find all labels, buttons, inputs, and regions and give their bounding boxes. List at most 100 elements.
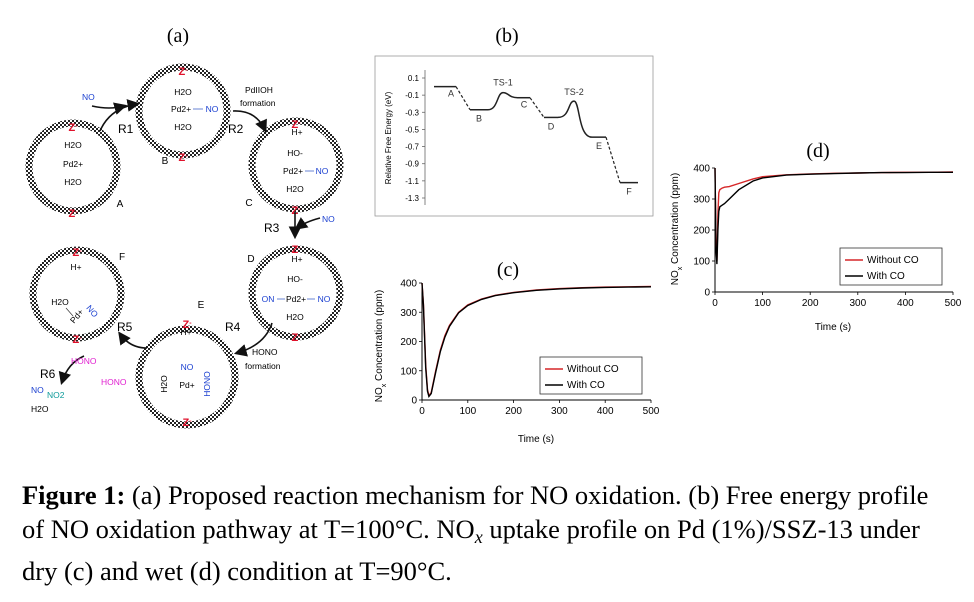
chart-d-xlabel: Time (s) bbox=[815, 322, 851, 333]
chart-b-ytick-label: -0.1 bbox=[405, 91, 419, 100]
state-e-h2o: H2O bbox=[159, 375, 169, 393]
zeolite-charge-b-0: Z- bbox=[178, 66, 188, 78]
state-a-label: A bbox=[117, 199, 124, 210]
mechanism-panel: (a) Z-Z-Z-Z-Z-Z-Z-Z-Z-Z-Z-Z- H2O Pd2+ H2… bbox=[25, 25, 344, 429]
zeolite-charge-a-0: Z- bbox=[68, 122, 78, 134]
chart-b-state-label: D bbox=[548, 121, 555, 131]
state-d-ho: HO- bbox=[287, 274, 303, 284]
chart-b-state-label: C bbox=[521, 100, 528, 110]
y-tick-label: 400 bbox=[400, 279, 417, 290]
zeolite-charge-c-1: Z- bbox=[291, 205, 301, 217]
x-tick-label: 100 bbox=[754, 298, 771, 309]
panel-a-label: (a) bbox=[167, 25, 189, 47]
chart-b-state-label: TS-1 bbox=[493, 78, 513, 88]
hono-label-2: HONO bbox=[101, 377, 127, 387]
chart-b-ytick-label: -0.7 bbox=[405, 143, 419, 152]
x-tick-label: 400 bbox=[897, 298, 914, 309]
chart-b-step-E bbox=[605, 136, 621, 183]
x-tick-label: 200 bbox=[802, 298, 819, 309]
no-label-1: NO bbox=[82, 92, 95, 102]
state-f-label: F bbox=[119, 252, 125, 263]
state-e-no: NO bbox=[181, 362, 194, 372]
arrow-no-in-3 bbox=[294, 217, 321, 230]
arrow-r5 bbox=[118, 331, 148, 349]
state-c-no: NO bbox=[316, 166, 329, 176]
state-b-no: NO bbox=[206, 104, 219, 114]
reaction-arrows bbox=[58, 99, 321, 386]
state-f-pd: Pd+ bbox=[68, 307, 86, 325]
reaction-r5: R5 bbox=[117, 320, 133, 334]
zeolite-charge-b-1: Z- bbox=[178, 152, 188, 164]
y-tick-label: 0 bbox=[704, 288, 710, 299]
state-c-pd: Pd2+ bbox=[283, 166, 303, 176]
chart-b-ytick-label: 0.1 bbox=[408, 74, 420, 83]
series-with-co bbox=[714, 167, 953, 265]
arrow-r4 bbox=[233, 322, 273, 357]
zeolite-charge-e-0: Z- bbox=[182, 319, 192, 331]
reaction-r4: R4 bbox=[225, 320, 241, 334]
series-with-co bbox=[421, 282, 652, 399]
state-d-h2o: H2O bbox=[286, 312, 304, 322]
figure: (a) Z-Z-Z-Z-Z-Z-Z-Z-Z-Z-Z-Z- H2O Pd2+ H2… bbox=[25, 25, 962, 445]
chart-c-legend-without-co: Without CO bbox=[567, 364, 619, 375]
state-f-no: NO bbox=[84, 303, 100, 319]
chart-d-legend: Without CO With CO bbox=[839, 247, 943, 286]
y-tick-label: 0 bbox=[411, 396, 417, 407]
x-tick-label: 500 bbox=[643, 406, 660, 417]
zeolite-charge-f-1: Z- bbox=[72, 334, 82, 346]
x-tick-label: 300 bbox=[849, 298, 866, 309]
chart-b-frame bbox=[374, 55, 654, 217]
product-h2o: H2O bbox=[31, 404, 49, 414]
pdoh-formation-line1: PdIIOH bbox=[245, 85, 273, 95]
y-tick-label: 100 bbox=[693, 257, 710, 268]
no-label-3: NO bbox=[322, 214, 335, 224]
chart-d-legend-without-co: Without CO bbox=[867, 255, 919, 266]
arrow-r2 bbox=[232, 110, 267, 133]
zeolite-charge-e-1: Z- bbox=[182, 417, 192, 429]
chart-b-ytick-label: -1.3 bbox=[405, 194, 419, 203]
chart-c-xlabel: Time (s) bbox=[518, 434, 554, 445]
reaction-r6: R6 bbox=[40, 367, 56, 381]
state-d-on: ON bbox=[262, 294, 275, 304]
chart-b-state-label: B bbox=[476, 114, 482, 124]
chart-b-ylabel: Relative Free Energy (eV) bbox=[384, 91, 393, 184]
reaction-r1: R1 bbox=[118, 122, 134, 136]
state-d-label: D bbox=[247, 254, 254, 265]
chart-b-ytick-label: -0.9 bbox=[405, 160, 419, 169]
hono-formation-line1: HONO bbox=[252, 347, 278, 357]
state-e-h: H+ bbox=[180, 327, 191, 337]
chart-b: (b) 0.1-0.1-0.3-0.5-0.7-0.9-1.1-1.3 Rela… bbox=[374, 25, 654, 217]
state-d-no: NO bbox=[318, 294, 331, 304]
zeolite-charge-c-0: Z- bbox=[291, 119, 301, 131]
reaction-r3: R3 bbox=[264, 221, 280, 235]
chart-b-state-label: F bbox=[626, 187, 632, 197]
state-a-h2o-top: H2O bbox=[64, 140, 82, 150]
reaction-r2: R2 bbox=[228, 122, 244, 136]
chart-b-barrier-TS-1 bbox=[487, 91, 519, 111]
x-tick-label: 0 bbox=[712, 298, 718, 309]
y-tick-label: 300 bbox=[693, 195, 710, 206]
product-no2: NO2 bbox=[47, 390, 65, 400]
state-d-h: H+ bbox=[291, 254, 302, 264]
chart-b-panel-label: (b) bbox=[495, 25, 518, 47]
chart-b-state-label: A bbox=[448, 89, 454, 99]
chart-c-ylabel: NOx Concentration (ppm) bbox=[374, 290, 388, 402]
state-b-h2o-top: H2O bbox=[174, 87, 192, 97]
zeolite-ring-d bbox=[248, 245, 344, 341]
state-f-h: H+ bbox=[70, 262, 81, 272]
chart-c-legend-with-co: With CO bbox=[567, 380, 605, 391]
chart-d-legend-with-co: With CO bbox=[867, 271, 905, 282]
caption-text-2: uptake profile on Pd (1%)/SSZ-13 under d… bbox=[22, 514, 920, 586]
zeolite-charge-d-0: Z- bbox=[291, 244, 301, 256]
y-tick-label: 200 bbox=[400, 337, 417, 348]
chart-b-state-label: E bbox=[596, 141, 602, 151]
state-e: H+ NO H2O Pd+ HONO E bbox=[159, 300, 212, 397]
state-c-h: H+ bbox=[291, 127, 302, 137]
x-tick-label: 200 bbox=[505, 406, 522, 417]
caption-label: Figure 1: bbox=[22, 480, 126, 510]
state-c-h2o: H2O bbox=[286, 184, 304, 194]
zeolite-charge-a-1: Z- bbox=[68, 208, 78, 220]
chart-d-panel-label: (d) bbox=[806, 140, 829, 162]
